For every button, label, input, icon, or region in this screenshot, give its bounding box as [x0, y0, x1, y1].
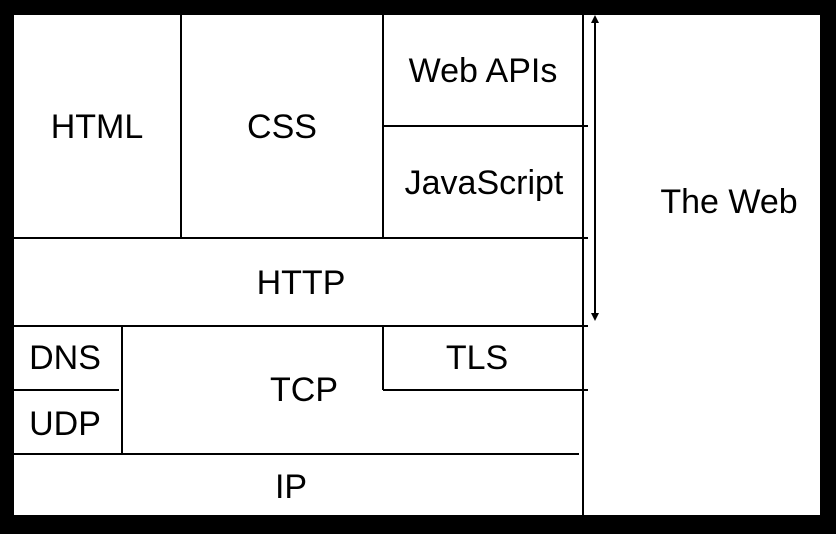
- divider-vertical-html-css: [180, 15, 182, 238]
- web-span-arrow: [591, 15, 599, 321]
- node-html: HTML: [50, 108, 144, 146]
- divider-vertical-web-boundary: [582, 15, 584, 515]
- node-javascript: JavaScript: [404, 164, 564, 202]
- node-css: CSS: [247, 108, 317, 146]
- divider-horizontal-http-transport: [14, 325, 588, 327]
- node-web-apis: Web APIs: [408, 52, 558, 90]
- divider-horizontal-tls-bottom: [383, 389, 588, 391]
- divider-horizontal-webapis-javascript: [383, 125, 588, 127]
- node-tls: TLS: [445, 339, 509, 377]
- divider-horizontal-top-http: [14, 237, 588, 239]
- node-http: HTTP: [256, 264, 346, 302]
- divider-vertical-tcp-tls: [382, 326, 384, 390]
- divider-horizontal-transport-ip: [14, 453, 579, 455]
- node-udp: UDP: [29, 405, 101, 443]
- divider-horizontal-dns-udp: [14, 389, 119, 391]
- divider-vertical-dns-tcp: [121, 326, 123, 454]
- node-tcp: TCP: [270, 371, 338, 409]
- node-the-web: The Web: [660, 183, 798, 221]
- node-dns: DNS: [29, 339, 101, 377]
- node-ip: IP: [274, 468, 308, 506]
- diagram-panel: [14, 15, 820, 515]
